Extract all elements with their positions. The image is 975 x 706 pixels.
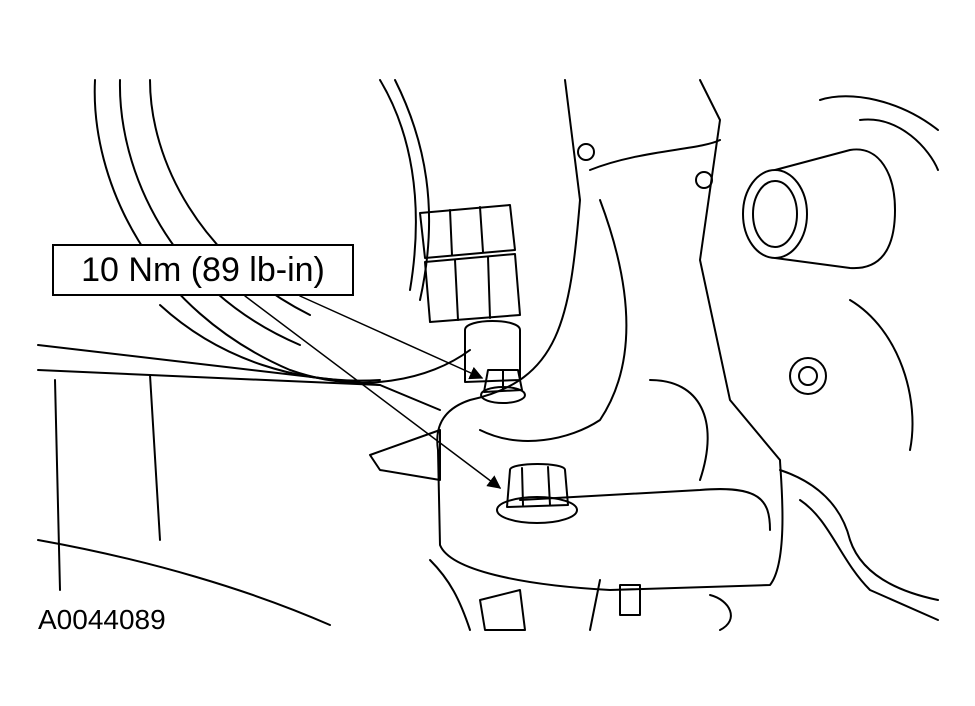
lower-bolt bbox=[496, 463, 578, 524]
torque-spec-callout: 10 Nm (89 lb-in) bbox=[52, 244, 354, 296]
lower-components bbox=[429, 469, 939, 631]
leader-arrow-lower-bolt bbox=[244, 295, 502, 489]
figure-id: A0044089 bbox=[38, 604, 166, 635]
hex-fitting bbox=[419, 204, 521, 383]
upper-bolt bbox=[480, 369, 526, 404]
coolant-pipe bbox=[742, 95, 939, 451]
mounting-bracket bbox=[436, 79, 827, 591]
round-housing bbox=[93, 79, 471, 384]
leader-arrow-upper-bolt bbox=[299, 295, 484, 380]
leader-arrows bbox=[244, 295, 502, 489]
left-frame bbox=[37, 344, 441, 626]
